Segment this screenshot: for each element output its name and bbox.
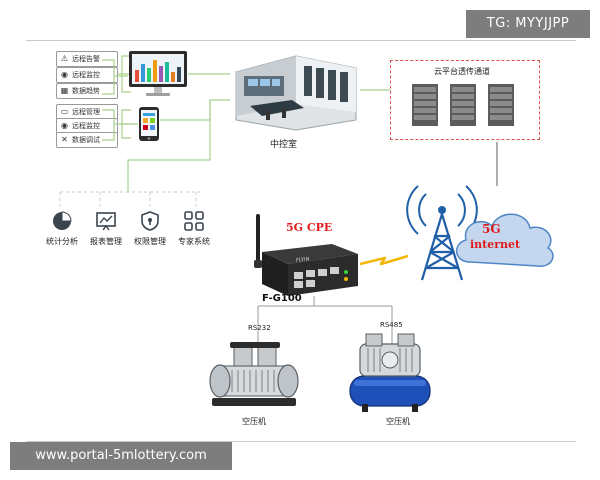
port-label-rs485: RS485 [380,321,403,329]
pie-chart-icon [51,210,73,232]
monitor-tag-2: ▦数据趋势 [56,83,118,99]
location-icon: ◉ [61,70,68,79]
network-label-internet: internet [470,238,521,251]
feature-statistics: 统计分析 [42,210,82,247]
feature-permissions: 权限管理 [130,210,170,247]
monitor-tag-1: ◉远程监控 [56,67,118,83]
network-label-5g: 5G [482,222,501,236]
tg-watermark: TG: MYYJJPP [466,10,590,38]
tools-icon: ✕ [61,135,68,144]
compressor-right-label: 空压机 [386,417,410,426]
location-icon: ◉ [61,121,68,130]
monitor-tag-0: ⚠远程告警 [56,51,118,67]
air-compressor-left [204,340,304,412]
port-label-rs232: RS232 [248,324,271,332]
chart-icon: ▦ [60,86,69,95]
server-rack-group [410,82,520,128]
phone-tag-0: ▭远程管理 [56,104,118,120]
cloud-platform-box [390,60,540,140]
router-title: 5G CPE [286,221,333,234]
router-model-label: F-G100 [262,293,302,304]
grid-icon [183,210,205,232]
cell-tower [402,176,482,284]
internet-cloud [448,204,560,274]
phone-bracket [102,109,138,141]
report-icon [95,210,117,232]
diagram-frame [26,40,576,442]
air-compressor-right [340,330,440,414]
phone-tag-2: ✕数据调试 [56,132,118,148]
control-room-illustration [226,54,360,132]
monitor-bracket [102,59,128,95]
monitor-device [128,50,188,96]
feature-expert-system: 专家系统 [174,210,214,247]
cloud-platform-label: 云平台透传通道 [434,67,490,76]
compressor-left-label: 空压机 [242,417,266,426]
phone-device [138,106,160,142]
router-device [246,212,362,298]
portal-watermark: www.portal-5mlottery.com [10,442,232,470]
warning-icon: ⚠ [60,54,69,63]
feature-reports: 报表管理 [86,210,126,247]
control-room-label: 中控室 [270,140,298,150]
shield-icon [139,210,161,232]
monitor-icon: ▭ [60,107,69,116]
